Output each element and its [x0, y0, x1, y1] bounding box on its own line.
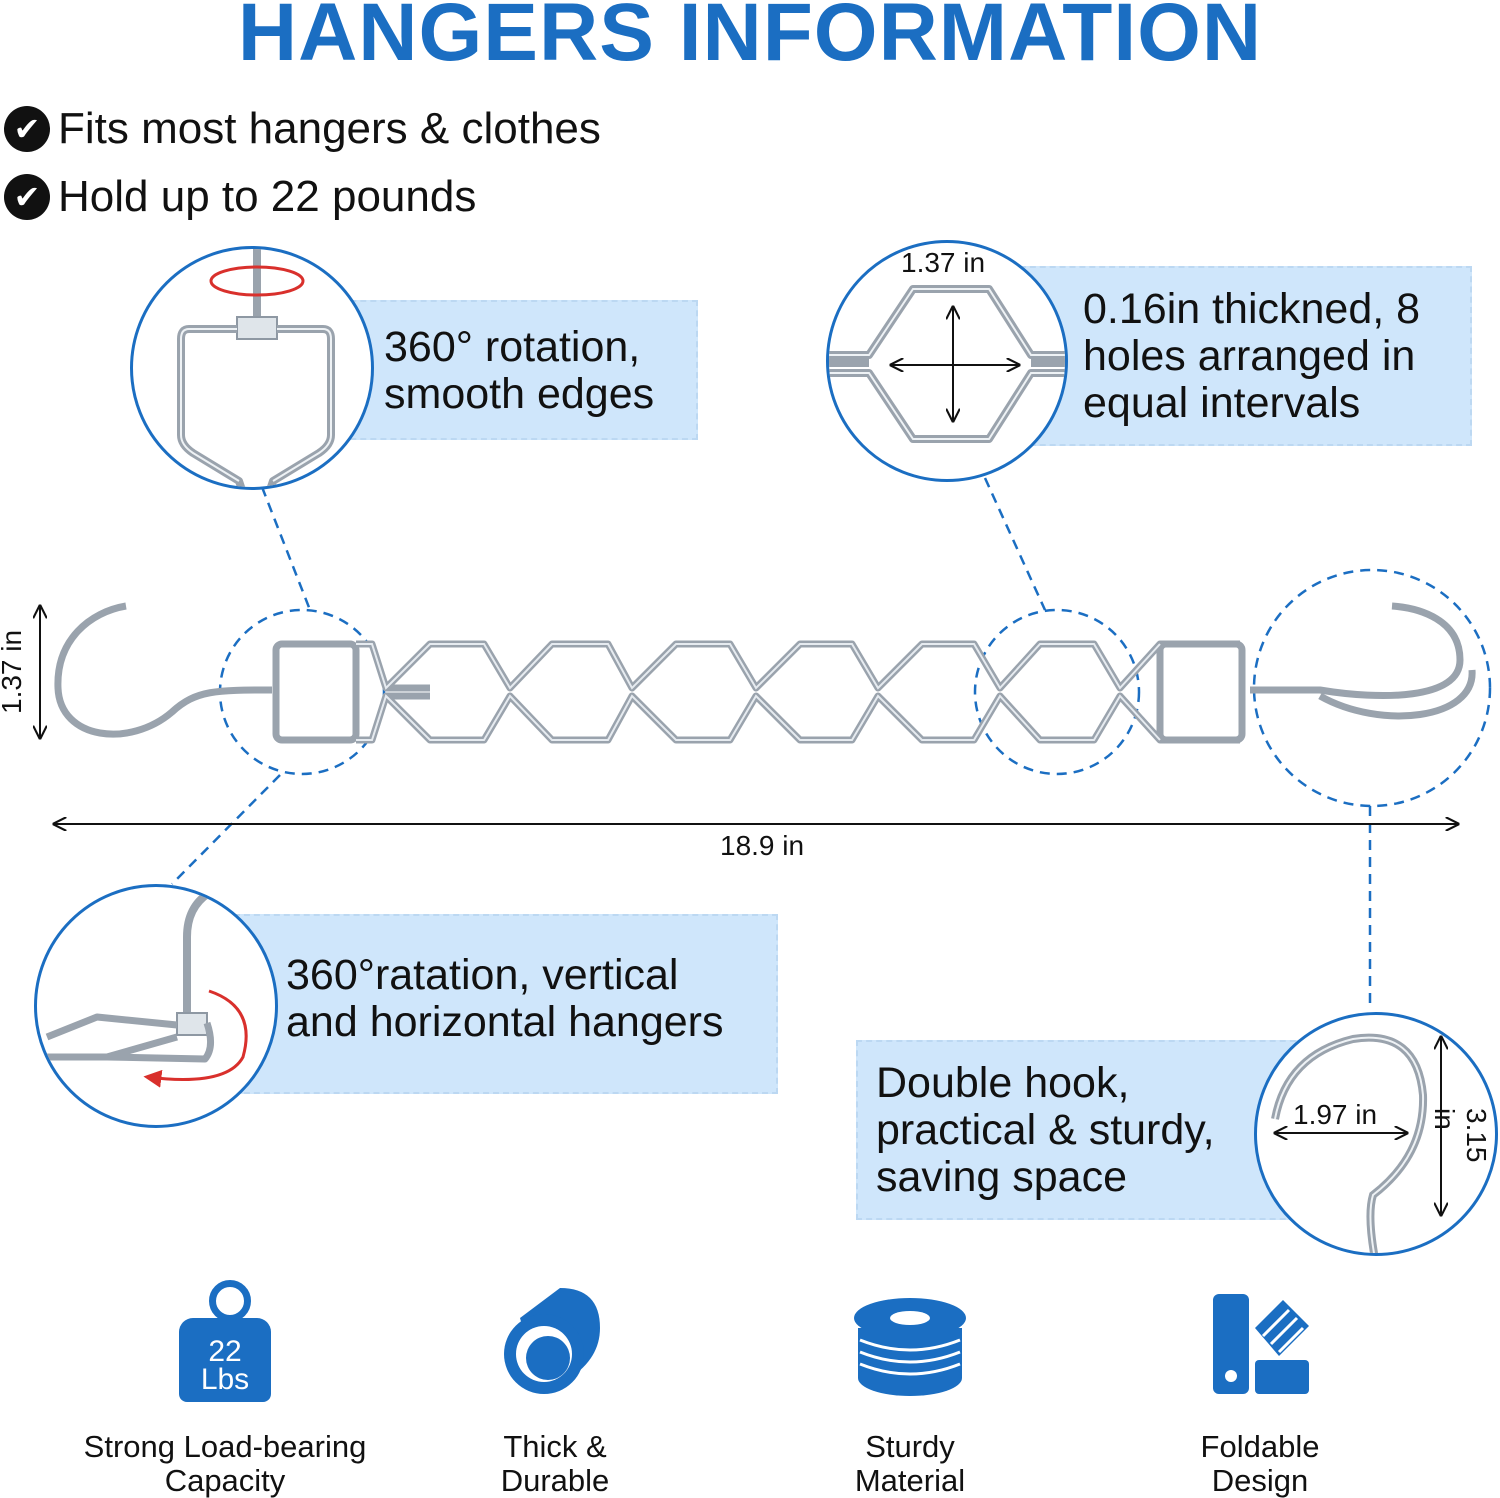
zoom-ring-middle: [973, 608, 1141, 776]
zoom-circle-hook: 1.97 in 3.15 in: [1254, 1012, 1498, 1256]
length-dimension-label: 18.9 in: [720, 830, 805, 861]
hole-width-label: 1.37 in: [901, 247, 986, 278]
feature-load: 22 Lbs Strong Load-bearing Capacity: [60, 1278, 390, 1498]
zoom-ring-right: [1252, 568, 1492, 808]
callout-panel-vertical: [224, 914, 778, 1094]
feature-label: Strong Load-bearing Capacity: [83, 1429, 367, 1498]
bullet-item: ✔ Fits most hangers & clothes: [4, 104, 601, 154]
page-title: HANGERS INFORMATION: [237, 0, 1263, 78]
coil-icon: [850, 1278, 970, 1402]
hook-height-label: 3.15 in: [1429, 1108, 1492, 1163]
zoom-circle-holes: 1.37 in: [826, 240, 1068, 482]
callout-panel-holes: [1010, 266, 1472, 446]
tube-icon: [500, 1278, 610, 1402]
callout-text-holes: 0.16in thickned, 8 holes arranged in equ…: [1083, 285, 1421, 427]
zoom-circle-vertical: [34, 884, 278, 1128]
callout-text-rotation: 360° rotation, smooth edges: [384, 323, 655, 418]
feature-foldable: Foldable Design: [1150, 1278, 1370, 1498]
bullet-item: ✔ Hold up to 22 pounds: [4, 172, 476, 222]
feature-label: Thick & Durable: [500, 1429, 610, 1498]
weight-icon: 22 Lbs: [175, 1278, 275, 1402]
connector-lines: [171, 477, 1372, 1010]
check-circle-icon: ✔: [4, 106, 50, 152]
bullet-text: Fits most hangers & clothes: [58, 104, 601, 153]
feature-thick: Thick & Durable: [440, 1278, 670, 1498]
callout-text-vertical: 360°ratation, vertical and horizontal ha…: [286, 951, 724, 1046]
callout-panel-hook: [856, 1040, 1316, 1220]
bullet-text: Hold up to 22 pounds: [58, 172, 477, 221]
fold-icon: [1205, 1278, 1315, 1402]
hanger-bar: [54, 602, 1476, 744]
hook-width-label: 1.97 in: [1293, 1099, 1378, 1130]
feature-sturdy: Sturdy Material: [800, 1278, 1020, 1498]
zoom-circle-rotation: [130, 246, 374, 490]
check-circle-icon: ✔: [4, 174, 50, 220]
callout-text-hook: Double hook, practical & sturdy, saving …: [876, 1059, 1215, 1201]
feature-label: Foldable Design: [1200, 1429, 1320, 1498]
weight-value: 22: [208, 1335, 242, 1368]
feature-label: Sturdy Material: [854, 1429, 966, 1498]
height-dimension-label: 1.37 in: [0, 629, 27, 714]
weight-unit: Lbs: [200, 1363, 250, 1396]
